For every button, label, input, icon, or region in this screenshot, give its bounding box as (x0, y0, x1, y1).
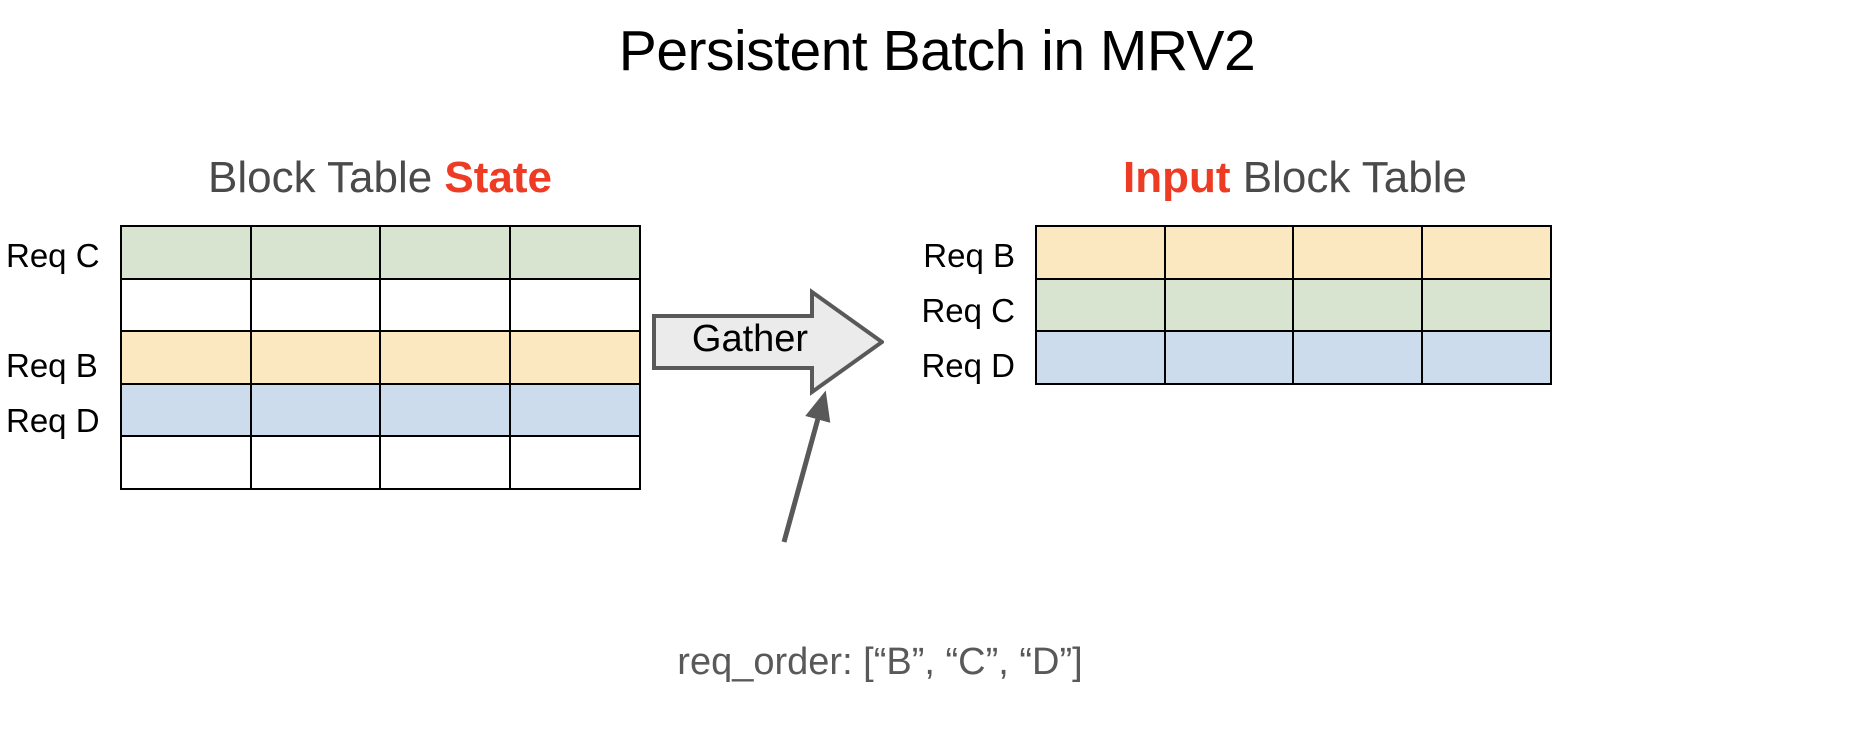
input-row-label-req-d: Req D (921, 347, 1015, 384)
left-panel-heading: Block Table State (120, 152, 640, 204)
gather-label: Gather (691, 318, 809, 360)
table-cell (120, 277, 252, 333)
table-cell (120, 435, 252, 490)
table-cell (508, 225, 641, 280)
block-table-state (120, 225, 641, 490)
table-cell (1420, 225, 1552, 280)
table-row (1035, 225, 1552, 280)
table-cell (508, 330, 641, 385)
table-cell (1163, 330, 1295, 385)
input-row-label-req-c: Req C (921, 292, 1015, 329)
table-cell (1292, 277, 1423, 333)
table-cell (1420, 330, 1552, 385)
req-order-arrow-line (781, 390, 831, 543)
table-row (120, 330, 641, 385)
table-cell (249, 382, 382, 438)
table-cell (1292, 330, 1423, 385)
input-row-label-req-b: Req B (923, 237, 1015, 274)
right-panel-heading: Input Block Table (1035, 152, 1555, 204)
table-cell (249, 225, 382, 280)
table-row (1035, 330, 1552, 385)
gather-arrow-shape (652, 288, 884, 396)
right-heading-suffix: Block Table (1230, 153, 1467, 202)
table-cell (1035, 225, 1166, 280)
block-table-input (1035, 225, 1552, 385)
table-cell (120, 225, 252, 280)
gather-arrow-polygon (652, 288, 884, 396)
table-cell (1292, 225, 1423, 280)
state-row-label-req-d: Req D (6, 402, 100, 439)
table-cell (1035, 277, 1166, 333)
table-cell (508, 382, 641, 438)
table-cell (249, 277, 382, 333)
table-cell (379, 382, 511, 438)
table-row (120, 435, 641, 490)
req-order-caption: req_order: [“B”, “C”, “D”] (677, 641, 1083, 683)
table-row (120, 225, 641, 280)
table-row (1035, 277, 1552, 333)
table-cell (249, 435, 382, 490)
table-cell (508, 277, 641, 333)
state-row-label-req-b: Req B (6, 347, 98, 384)
table-cell (249, 330, 382, 385)
table-row (120, 277, 641, 333)
state-row-label-req-c: Req C (6, 237, 100, 274)
table-cell (379, 330, 511, 385)
table-cell (379, 277, 511, 333)
left-heading-prefix: Block Table (207, 153, 445, 202)
table-cell (1163, 277, 1295, 333)
table-cell (1035, 330, 1166, 385)
table-cell (120, 330, 252, 385)
page-title: Persistent Batch in MRV2 (618, 19, 1256, 83)
right-heading-accent: Input (1123, 153, 1231, 202)
table-cell (1420, 277, 1552, 333)
table-cell (379, 435, 511, 490)
table-cell (508, 435, 641, 490)
left-heading-accent: State (444, 153, 553, 202)
req-order-pointer-arrow-icon (781, 390, 831, 543)
table-cell (379, 225, 511, 280)
table-cell (120, 382, 252, 438)
table-row (120, 382, 641, 438)
table-cell (1163, 225, 1295, 280)
